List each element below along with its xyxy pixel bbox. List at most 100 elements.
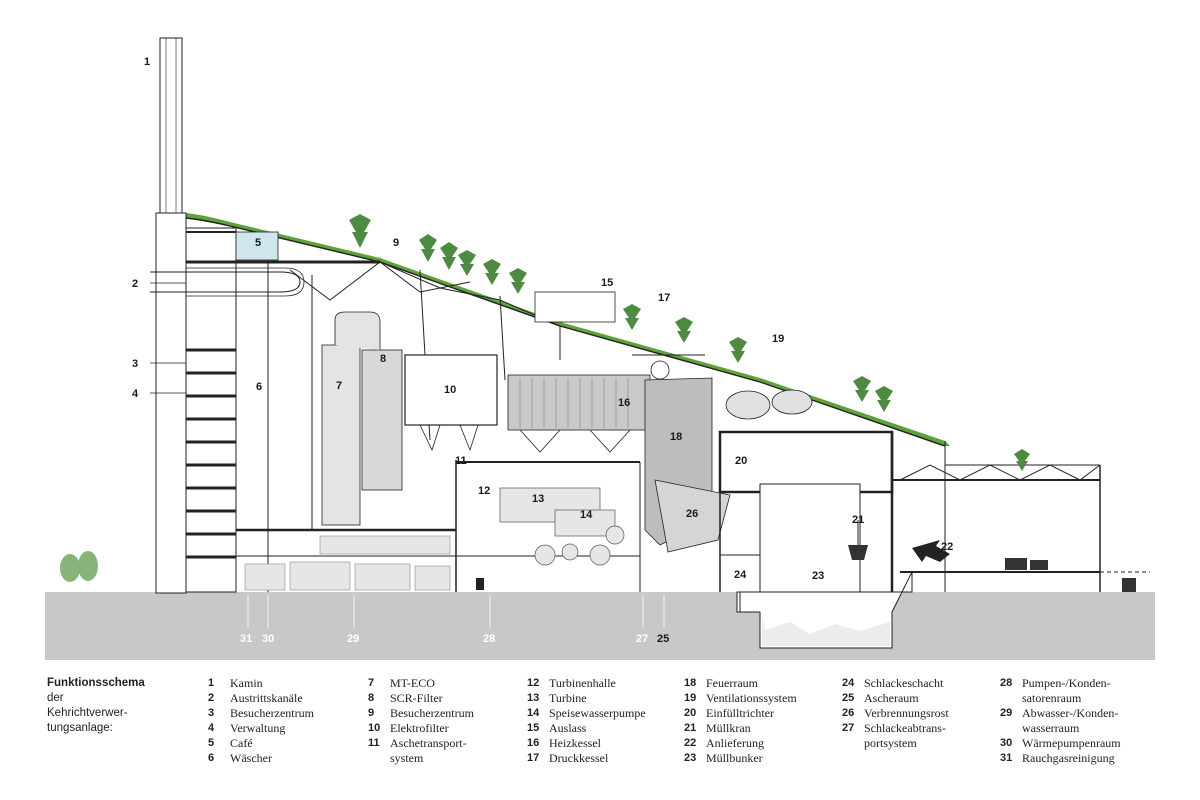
legend-number: 30 (1000, 737, 1013, 749)
diagram-label-31: 31 (240, 633, 252, 645)
diagram-label-21: 21 (852, 514, 864, 526)
legend-number: 3 (208, 707, 215, 719)
legend-text: Wärmepumpenraum (1022, 736, 1121, 750)
legend-text: Wäscher (230, 751, 272, 765)
legend-number: 18 (684, 677, 697, 689)
diagram-label-17: 17 (658, 292, 670, 304)
legend-number: 9 (368, 707, 375, 719)
legend-item: 28 Pumpen-/Konden- satorenraum (1000, 676, 1152, 706)
legend-text: MT-ECO (390, 676, 435, 690)
roof-trees (349, 214, 1030, 471)
legend-number: 22 (684, 737, 697, 749)
legend-number: 31 (1000, 752, 1013, 764)
legend-item: 31 Rauchgasreinigung (1000, 751, 1152, 766)
legend-number: 12 (527, 677, 540, 689)
diagram-label-18: 18 (670, 431, 682, 443)
legend-text: Pumpen-/Konden- satorenraum (1022, 676, 1111, 705)
legend-text: Ventilationssystem (706, 691, 797, 705)
legend-text: Verbrennungsrost (864, 706, 949, 720)
legend-text: SCR-Filter (390, 691, 443, 705)
diagram-label-11: 11 (455, 455, 467, 467)
legend-text: Aschetransport- system (390, 736, 467, 765)
legend-title: Funktionsschema der Kehrichtverwer- tung… (47, 676, 147, 736)
diagram-label-2: 2 (132, 278, 138, 290)
outlet (534, 291, 616, 323)
legend-text: Einfülltrichter (706, 706, 774, 720)
legend-text: Rauchgasreinigung (1022, 751, 1115, 765)
legend-text: Abwasser-/Konden- wasserraum (1022, 706, 1119, 735)
legend-number: 14 (527, 707, 540, 719)
legend-item: 29 Abwasser-/Konden- wasserraum (1000, 706, 1152, 736)
diagram-label-23: 23 (812, 570, 824, 582)
diagram-label-1: 1 (144, 56, 150, 68)
legend-item: 8 SCR-Filter (368, 691, 520, 706)
legend-text: Anlieferung (706, 736, 764, 750)
mt-eco-unit (321, 344, 361, 526)
diagram-label-4: 4 (132, 388, 139, 400)
legend-item: 9 Besucherzentrum (368, 706, 520, 721)
diagram-label-26: 26 (686, 508, 698, 520)
legend-text: Auslass (549, 721, 587, 735)
legend-title-bold: Funktionsschema (47, 677, 145, 689)
legend-number: 25 (842, 692, 855, 704)
diagram-label-13: 13 (532, 493, 544, 505)
legend-number: 27 (842, 722, 855, 734)
basement-machinery (244, 535, 451, 591)
exhaust-ducts (150, 271, 301, 293)
diagram-label-10: 10 (444, 384, 456, 396)
legend-number: 11 (368, 737, 380, 749)
diagram-label-22: 22 (941, 541, 953, 553)
ground (45, 592, 1155, 660)
legend-item: 30 Wärmepumpenraum (1000, 736, 1152, 751)
diagram-label-20: 20 (735, 455, 747, 467)
legend-text: Müllbunker (706, 751, 763, 765)
legend-number: 16 (527, 737, 540, 749)
legend-number: 8 (368, 692, 375, 704)
legend-text: Feuerraum (706, 676, 758, 690)
truck (1030, 560, 1048, 570)
legend-item: 11 Aschetransport- system (368, 736, 520, 766)
legend-number: 1 (208, 677, 215, 689)
legend-number: 21 (684, 722, 697, 734)
legend-number: 6 (208, 752, 215, 764)
chimney (155, 37, 187, 594)
scr-filter-unit (361, 349, 403, 491)
legend-text: Austrittskanäle (230, 691, 303, 705)
legend-number: 28 (1000, 677, 1013, 689)
cafe-room (235, 231, 279, 261)
truck (1122, 578, 1136, 592)
diagram-label-8: 8 (380, 353, 386, 365)
diagram-label-30: 30 (262, 633, 274, 645)
legend-item: 25 Ascheraum (842, 691, 994, 706)
legend-number: 17 (527, 752, 540, 764)
legend-number: 15 (527, 722, 540, 734)
admin-block (185, 227, 237, 593)
legend-item: 18 Feuerraum (684, 676, 836, 691)
legend-text: Ascheraum (864, 691, 919, 705)
diagram-label-7: 7 (336, 380, 342, 392)
legend-text: Turbine (549, 691, 587, 705)
legend-column-6: 28 Pumpen-/Konden- satorenraum 29 Abwasser… (1000, 676, 1152, 766)
diagram-label-6: 6 (256, 381, 262, 393)
legend-text: Besucherzentrum (390, 706, 474, 720)
legend-number: 4 (208, 722, 215, 734)
legend-item: 27 Schlackeabtrans- portsystem (842, 721, 994, 751)
legend-text: Schlackeabtrans- portsystem (864, 721, 946, 750)
legend-text: Elektrofilter (390, 721, 449, 735)
legend-number: 29 (1000, 707, 1013, 719)
